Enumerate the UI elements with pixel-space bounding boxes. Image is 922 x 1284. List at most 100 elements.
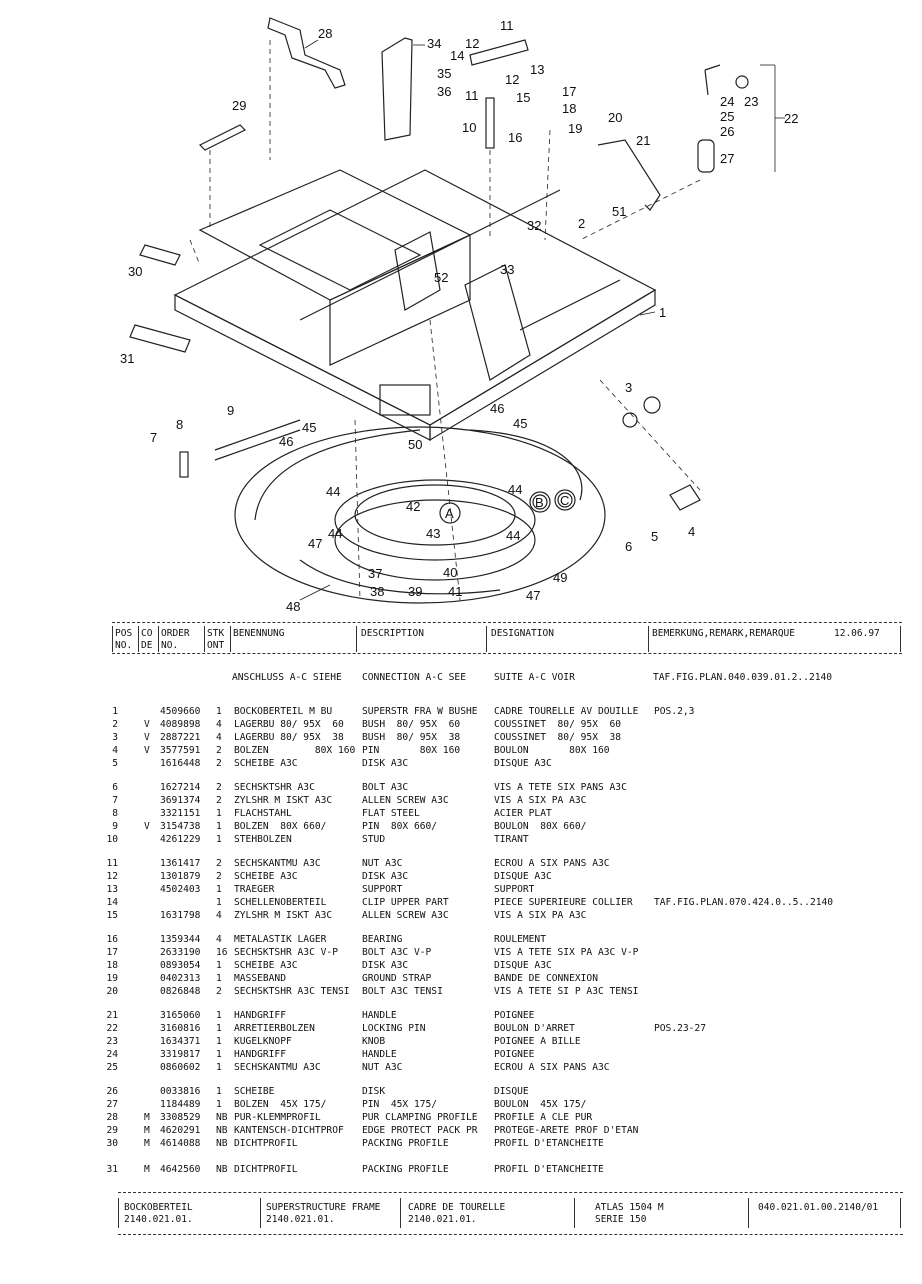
cell-co: V xyxy=(144,821,150,832)
cell-stk: 1 xyxy=(216,960,222,971)
cell-fr: TIRANT xyxy=(494,834,529,845)
cell-en: BEARING xyxy=(362,934,403,945)
cell-rem: TAF.FIG.PLAN.070.424.0..5..2140 xyxy=(654,897,834,908)
cell-pos: 20 xyxy=(106,986,118,997)
cell-en: SUPERSTR FRA W BUSHE xyxy=(362,706,478,717)
cell-fr: VIS A SIX PA A3C xyxy=(494,910,587,921)
cell-de: ARRETIERBOLZEN xyxy=(234,1023,315,1034)
cell-en: PIN 80X 160 xyxy=(362,745,461,756)
cell-fr: COUSSINET 80/ 95X 60 xyxy=(494,719,622,730)
cell-fr: VIS A TETE SIX PANS A3C xyxy=(494,782,627,793)
cell-de: ZYLSHR M ISKT A3C xyxy=(234,910,333,921)
callout-17: 17 xyxy=(562,84,576,99)
callout-29: 29 xyxy=(232,98,246,113)
callout-35: 35 xyxy=(437,66,451,81)
cell-en: HANDLE xyxy=(362,1010,397,1021)
cell-stk: 4 xyxy=(216,934,222,945)
cell-de: DICHTPROFIL xyxy=(234,1164,298,1175)
connection-en: CONNECTION A-C SEE xyxy=(362,672,466,683)
footer-de-no: 2140.021.01. xyxy=(124,1214,193,1225)
callout-48: 48 xyxy=(286,599,300,614)
cell-pos: 2 xyxy=(112,719,118,730)
cell-pos: 16 xyxy=(106,934,118,945)
header-pos: POS xyxy=(115,628,133,639)
cell-stk: NB xyxy=(216,1112,228,1123)
cell-pos: 9 xyxy=(112,821,118,832)
cell-order: 1634371 xyxy=(160,1036,201,1047)
cell-pos: 17 xyxy=(106,947,118,958)
callout-13: 13 xyxy=(530,62,544,77)
header-co: CO xyxy=(141,628,153,639)
cell-en: DISK A3C xyxy=(362,871,409,882)
cell-stk: NB xyxy=(216,1125,228,1136)
connection-marker-a xyxy=(439,502,461,524)
callout-41: 41 xyxy=(448,584,462,599)
cell-fr: PROFIL D'ETANCHEITE xyxy=(494,1138,604,1149)
cell-de: SECHSKTSHR A3C TENSI xyxy=(234,986,350,997)
parts-table-header: POS NO. CO DE ORDER NO. STK ONT BENENNUN… xyxy=(112,620,902,656)
callout-43: 43 xyxy=(426,526,440,541)
cell-stk: 1 xyxy=(216,897,222,908)
callout-52: 52 xyxy=(434,270,448,285)
cell-order: 1361417 xyxy=(160,858,201,869)
callout-11a: 11 xyxy=(500,18,514,33)
cell-pos: 10 xyxy=(106,834,118,845)
top-parts xyxy=(129,17,749,511)
cell-fr: PIECE SUPERIEURE COLLIER xyxy=(494,897,633,908)
cell-fr: ROULEMENT xyxy=(494,934,546,945)
cell-de: KANTENSCH-DICHTPROF xyxy=(234,1125,344,1136)
cell-order: 0826848 xyxy=(160,986,201,997)
cell-co: M xyxy=(144,1164,150,1175)
cell-order: 3160816 xyxy=(160,1023,201,1034)
header-pos-no: NO. xyxy=(115,640,133,651)
footer-en-no: 2140.021.01. xyxy=(266,1214,335,1225)
cell-stk: 1 xyxy=(216,1010,222,1021)
connection-de: ANSCHLUSS A-C SIEHE xyxy=(232,672,342,683)
construction-lines xyxy=(189,40,701,601)
cell-en: KNOB xyxy=(362,1036,386,1047)
cell-pos: 6 xyxy=(112,782,118,793)
cell-order: 4502403 xyxy=(160,884,201,895)
cell-en: BOLT A3C TENSI xyxy=(362,986,443,997)
cell-order: 1627214 xyxy=(160,782,201,793)
footer-en-name: SUPERSTRUCTURE FRAME xyxy=(266,1202,381,1213)
cell-stk: 1 xyxy=(216,821,222,832)
cell-de: SCHEIBE A3C xyxy=(234,871,298,882)
cell-fr: VIS A TETE SI P A3C TENSI xyxy=(494,986,639,997)
cell-de: KUGELKNOPF xyxy=(234,1036,292,1047)
cell-order: 3319817 xyxy=(160,1049,201,1060)
cell-pos: 22 xyxy=(106,1023,118,1034)
footer-fr-no: 2140.021.01. xyxy=(408,1214,477,1225)
cell-de: TRAEGER xyxy=(234,884,275,895)
cell-pos: 1 xyxy=(112,706,118,717)
cell-stk: 1 xyxy=(216,706,222,717)
cell-en: GROUND STRAP xyxy=(362,973,432,984)
cell-de: BOCKOBERTEIL M BU xyxy=(234,706,333,717)
callout-12a: 12 xyxy=(465,36,479,51)
cell-en: STUD xyxy=(362,834,386,845)
cell-order: 1616448 xyxy=(160,758,201,769)
cell-pos: 28 xyxy=(106,1112,118,1123)
header-date: 12.06.97 xyxy=(834,628,880,639)
callout-40: 40 xyxy=(443,565,457,580)
cell-en: ALLEN SCREW A3C xyxy=(362,910,449,921)
connection-label-a: A xyxy=(445,506,454,521)
callout-5: 5 xyxy=(651,529,658,544)
cell-pos: 12 xyxy=(106,871,118,882)
cell-en: NUT A3C xyxy=(362,858,403,869)
callout-14: 14 xyxy=(450,48,464,63)
cell-stk: 16 xyxy=(216,947,228,958)
cell-stk: 1 xyxy=(216,1086,222,1097)
cell-co: M xyxy=(144,1138,150,1149)
callout-47b: 47 xyxy=(526,588,540,603)
cell-en: PIN 45X 175/ xyxy=(362,1099,438,1110)
